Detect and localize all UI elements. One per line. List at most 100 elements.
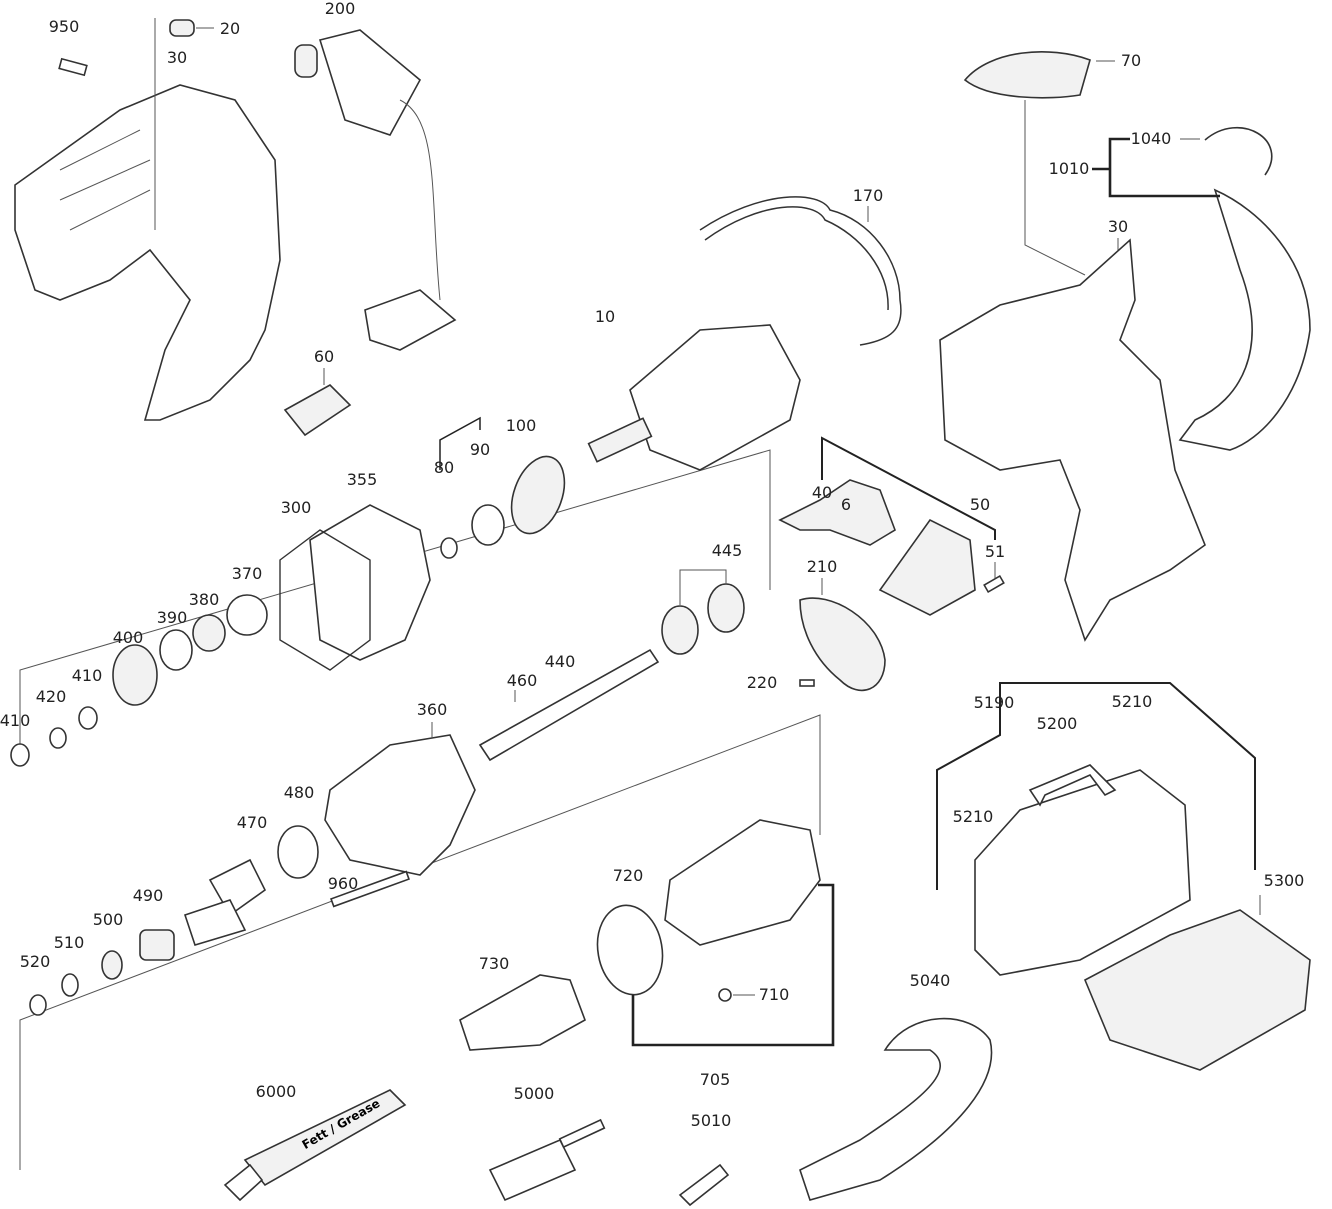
part-label: 705 (699, 1070, 731, 1089)
screw-220 (799, 679, 815, 687)
part-label: 730 (478, 954, 510, 973)
ring-1040 (1204, 126, 1273, 176)
bearing-90 (471, 504, 505, 546)
part-label: 1040 (1130, 129, 1172, 148)
handle-5200 (1028, 764, 1117, 807)
housing-ribs (59, 129, 151, 231)
o-ring-480 (277, 825, 319, 879)
shaft-440 (478, 648, 660, 762)
part-label: 370 (231, 564, 263, 583)
wire (399, 99, 441, 301)
wiring-harness-170-b (704, 206, 889, 311)
motor-10 (629, 324, 801, 471)
part-label: 410 (71, 666, 103, 685)
bracket-10 (439, 416, 481, 470)
screw-960 (330, 870, 410, 908)
screw-950 (58, 57, 88, 77)
ring-520 (29, 994, 47, 1016)
ring-720 (596, 904, 664, 996)
part-label: 5040 (909, 971, 951, 990)
part-label: 300 (280, 498, 312, 517)
connector-200 (364, 289, 457, 351)
ring-410-a (78, 706, 98, 730)
part-label: 710 (758, 985, 790, 1004)
bracket-1010 (1108, 137, 1220, 198)
part-label: 30 (1107, 217, 1129, 236)
part-label: 360 (416, 700, 448, 719)
part-label: 5200 (1036, 714, 1078, 733)
part-label: 500 (92, 910, 124, 929)
part-label: 1010 (1048, 159, 1090, 178)
part-label: 5300 (1263, 871, 1305, 890)
part-label: 50 (969, 495, 991, 514)
part-label: 460 (506, 671, 538, 690)
sleeve-490 (139, 929, 175, 961)
part-label: 200 (324, 0, 356, 18)
part-label: 210 (806, 557, 838, 576)
sleeve-20 (169, 19, 195, 37)
case-5190 (974, 769, 1191, 976)
switch-40 (778, 479, 896, 546)
part-label: 90 (469, 440, 491, 459)
part-label: 30 (166, 48, 188, 67)
part-label: 10 (594, 307, 616, 326)
part-label: 5000 (513, 1084, 555, 1103)
part-label: 960 (327, 874, 359, 893)
bracket-50 (821, 436, 996, 540)
washer-370 (226, 594, 268, 636)
ring-410-b (10, 743, 30, 767)
part-label: 400 (112, 628, 144, 647)
part-label: 6 (840, 495, 852, 514)
spindle-470-front (183, 899, 247, 946)
electronic-module-51 (878, 518, 976, 616)
part-label: 390 (156, 608, 188, 627)
ring-420 (49, 727, 67, 749)
part-label: 480 (283, 783, 315, 802)
part-label: 355 (346, 470, 378, 489)
led-200 (294, 44, 318, 78)
part-label: 5210 (952, 807, 994, 826)
part-label: 220 (746, 673, 778, 692)
part-label: 100 (505, 416, 537, 435)
part-label: 5010 (690, 1111, 732, 1130)
gear-445-b (707, 583, 745, 633)
part-label: 510 (53, 933, 85, 952)
belt-clip-5040 (799, 1017, 993, 1201)
housing-right-half (939, 238, 1206, 642)
part-label: 51 (984, 542, 1006, 561)
ball-710 (718, 988, 732, 1002)
part-label: 445 (711, 541, 743, 560)
cover-70 (963, 51, 1091, 99)
screw-51 (983, 574, 1005, 594)
bit-holder-5000-shank (558, 1118, 606, 1149)
part-label: 40 (811, 483, 833, 502)
bearing-380 (192, 614, 226, 652)
part-label: 5210 (1111, 692, 1153, 711)
part-label: 520 (19, 952, 51, 971)
part-label: 720 (612, 866, 644, 885)
part-label: 470 (236, 813, 268, 832)
leader (1024, 100, 1086, 276)
part-label: 6000 (255, 1082, 297, 1101)
ring-80 (440, 537, 458, 559)
depth-locator-705 (664, 819, 821, 946)
bracket-5190 (936, 682, 1256, 890)
bracket-705 (631, 883, 835, 1047)
front-housing-360 (324, 734, 476, 876)
circuit-board-200 (318, 29, 422, 136)
part-label: 380 (188, 590, 220, 609)
bit-holder-5000 (488, 1138, 577, 1202)
case-insert-5300 (1083, 909, 1311, 1071)
bit-5010 (678, 1163, 730, 1207)
grease-tube-cap (223, 1163, 264, 1202)
part-label: 950 (48, 17, 80, 36)
part-label: 410 (0, 711, 31, 730)
leader (679, 569, 727, 605)
cover-210 (799, 597, 886, 692)
part-label: 20 (219, 19, 241, 38)
gear-400 (112, 644, 158, 706)
fan-100 (510, 455, 566, 535)
housing-left-half (14, 84, 281, 421)
ring-510 (61, 973, 79, 997)
